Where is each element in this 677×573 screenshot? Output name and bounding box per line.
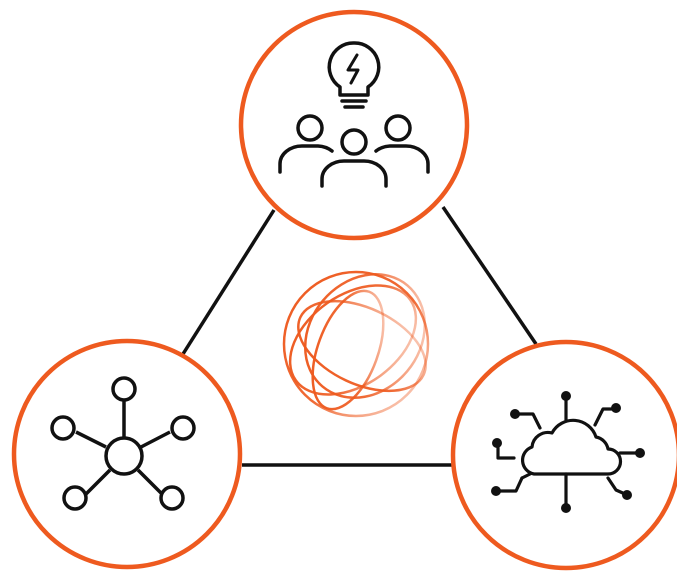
connector-top-left bbox=[181, 209, 276, 355]
node-left bbox=[11, 338, 243, 570]
network-hub-icon bbox=[50, 376, 196, 511]
node-left-ring bbox=[11, 338, 243, 570]
node-top-ring bbox=[238, 9, 470, 241]
node-right-ring bbox=[450, 339, 677, 571]
team-idea-lightbulb-icon bbox=[278, 41, 430, 188]
node-right bbox=[450, 339, 677, 571]
orbit-sphere-logo bbox=[282, 270, 430, 418]
node-top bbox=[238, 9, 470, 241]
cloud-circuit-nodes bbox=[491, 391, 645, 513]
connector-top-right bbox=[441, 206, 538, 345]
